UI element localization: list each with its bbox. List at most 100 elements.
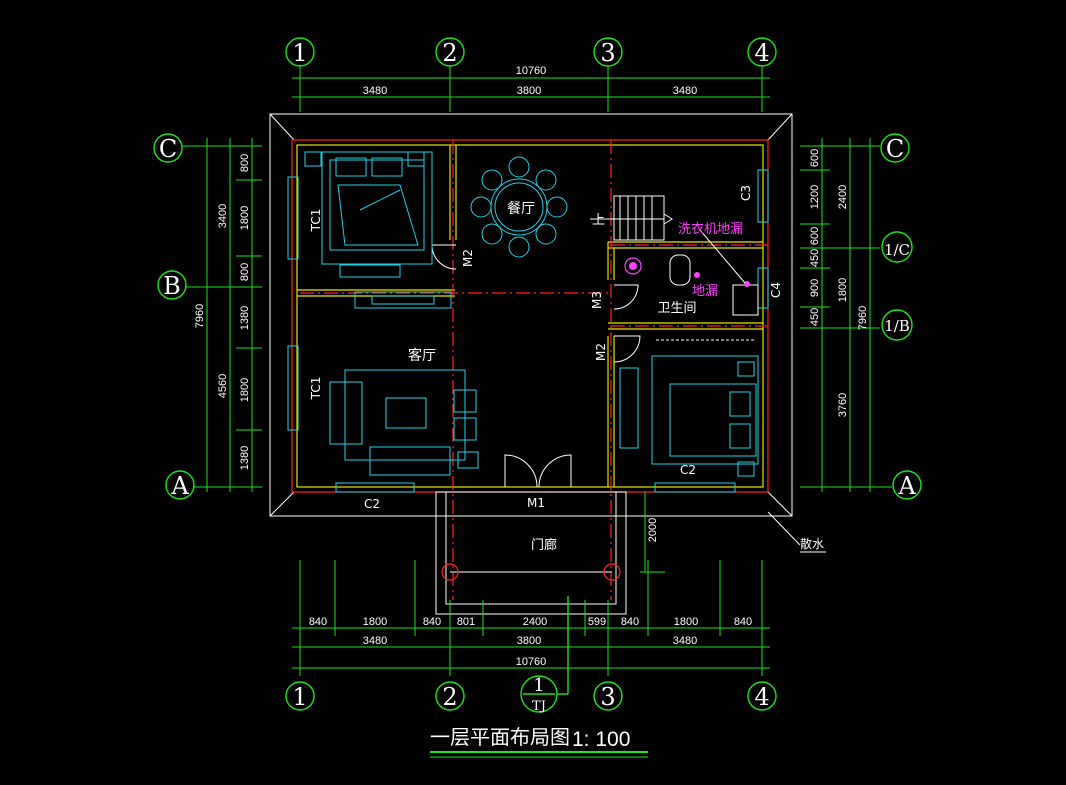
window-c2-right <box>654 482 736 493</box>
living-sofa-set <box>329 369 479 476</box>
dim-bot-detail-4: 801 <box>457 616 475 628</box>
axis-bubble-right-1b <box>881 309 913 341</box>
axis-label-right-c: C <box>886 135 904 163</box>
door-m3-bath <box>613 284 639 310</box>
porch: 2000 <box>435 491 665 615</box>
code-m2-top: M2 <box>461 249 475 267</box>
drawing-title-block: 一层平面布局图 1: 100 <box>430 725 648 758</box>
axis-label-top-2: 2 <box>442 39 457 67</box>
dim-bot-detail-1: 840 <box>309 616 327 628</box>
doors <box>431 244 641 488</box>
dim-porch-depth: 2000 <box>647 518 659 542</box>
right-axis-bubbles: C 1/C 1/B A <box>880 133 922 500</box>
code-tc1-top: TC1 <box>309 209 323 233</box>
dim-bot-detail-3: 840 <box>423 616 441 628</box>
dim-left-inner-5: 1800 <box>239 378 251 402</box>
door-m2-bedroom2 <box>613 335 641 363</box>
dim-left-inner-3: 800 <box>239 263 251 281</box>
code-c2-left: C2 <box>364 497 380 511</box>
dim-bot-seg-2: 3800 <box>517 635 541 647</box>
dim-right-inner-5: 900 <box>809 279 821 297</box>
dim-bot-seg-3: 3480 <box>673 635 697 647</box>
code-c2-right: C2 <box>680 463 696 477</box>
bottom-dimensions: 840 1800 840 801 2400 599 840 1800 840 3… <box>292 560 770 676</box>
code-m3: M3 <box>590 291 604 309</box>
door-m1-left <box>504 454 538 488</box>
code-m2-bottom: M2 <box>594 343 608 361</box>
axis-label-right-1c: 1/C <box>884 241 910 259</box>
left-axis-bubbles: C B A <box>153 133 195 500</box>
axis-bubble-bot-3 <box>593 681 623 711</box>
axis-label-top-1: 1 <box>292 39 307 67</box>
bed-top-left <box>304 151 433 265</box>
dim-left-inner-2: 1800 <box>239 206 251 230</box>
door-m1-right <box>538 454 572 488</box>
dim-right-inner-2: 1200 <box>809 185 821 209</box>
axis-label-tj-num: 1 <box>533 675 544 696</box>
dim-right-inner-3: 600 <box>809 227 821 245</box>
top-axis-bubbles: 1 2 3 4 <box>285 37 777 67</box>
axis-bubble-bot-2 <box>435 681 465 711</box>
label-floor-drain: 地漏 <box>692 283 718 299</box>
dim-right-inner-4: 450 <box>809 249 821 267</box>
dim-bot-detail-9: 840 <box>734 616 752 628</box>
axis-bubble-right-1c <box>881 231 913 263</box>
bathroom-fixtures <box>624 229 759 316</box>
dim-left-inner-1: 800 <box>239 154 251 172</box>
axis-label-top-4: 4 <box>754 39 769 67</box>
axis-label-left-a: A <box>170 472 189 500</box>
opening-codes: TC1 TC1 C2 C2 C3 C4 M1 M2 M2 M3 <box>309 185 783 511</box>
apron-outline <box>269 113 793 517</box>
label-bathroom: 卫生间 <box>657 301 696 316</box>
dim-top-seg-3: 3480 <box>673 85 697 97</box>
axis-label-top-3: 3 <box>600 39 615 67</box>
bed-bottom-right <box>619 339 759 477</box>
axis-label-left-c: C <box>159 135 177 163</box>
axis-label-bot-1: 1 <box>292 683 307 711</box>
drawing-scale: 1: 100 <box>572 728 630 751</box>
axis-label-bot-2: 2 <box>442 683 457 711</box>
dining-table <box>470 156 568 258</box>
dim-left-mid-1: 3400 <box>217 204 229 228</box>
dim-bot-detail-2: 1800 <box>363 616 387 628</box>
code-m1: M1 <box>527 496 545 510</box>
dim-top-seg-1: 3480 <box>363 85 387 97</box>
code-tc1-bottom: TC1 <box>309 377 323 401</box>
dim-left-inner-6: 1380 <box>239 446 251 470</box>
dim-bot-detail-5: 2400 <box>523 616 547 628</box>
window-tc1-top <box>287 176 299 260</box>
left-dimensions: 7960 3400 4560 800 1800 800 1380 1800 13… <box>182 138 262 492</box>
window-tc1-bottom <box>287 345 299 431</box>
dim-left-inner-4: 1380 <box>239 306 251 330</box>
bottom-axis-bubbles: 1 2 3 4 1 TJ <box>285 596 777 714</box>
drawing-title: 一层平面布局图 <box>430 725 570 749</box>
code-c4: C4 <box>769 282 783 298</box>
dim-right-mid-1: 2400 <box>837 185 849 209</box>
dim-right-mid-2: 1800 <box>837 278 849 302</box>
axis-label-bot-3: 3 <box>600 683 615 711</box>
axis-bubble-right-c <box>880 133 910 163</box>
axis-label-bot-4: 4 <box>754 683 769 711</box>
label-apron: 散水 <box>800 536 824 551</box>
axis-bubble-left-a <box>165 470 195 500</box>
dim-bot-total: 10760 <box>516 656 547 668</box>
room-labels: 餐厅 客厅 卫生间 门廊 洗衣机地漏 地漏 上 散水 <box>408 201 826 553</box>
right-dimensions: 600 1200 600 450 900 450 2400 1800 3760 … <box>800 138 892 492</box>
label-stairs-up: 上 <box>592 213 605 228</box>
window-c2-left <box>335 482 415 493</box>
dim-right-inner-6: 450 <box>809 308 821 326</box>
axis-bubble-bot-4 <box>747 681 777 711</box>
dim-bot-detail-8: 1800 <box>674 616 698 628</box>
dim-left-total: 7960 <box>194 304 206 328</box>
axis-bubble-left-c <box>153 133 183 163</box>
axis-bubble-right-a <box>892 470 922 500</box>
dim-top-seg-2: 3800 <box>517 85 541 97</box>
label-dining: 餐厅 <box>507 201 535 217</box>
label-washer-drain: 洗衣机地漏 <box>678 221 743 237</box>
dim-left-mid-2: 4560 <box>217 374 229 398</box>
label-porch: 门廊 <box>531 537 557 553</box>
dim-bot-seg-1: 3480 <box>363 635 387 647</box>
axis-label-tj: TJ <box>532 699 546 714</box>
axis-bubble-left-b <box>157 270 187 300</box>
dim-right-inner-1: 600 <box>809 149 821 167</box>
